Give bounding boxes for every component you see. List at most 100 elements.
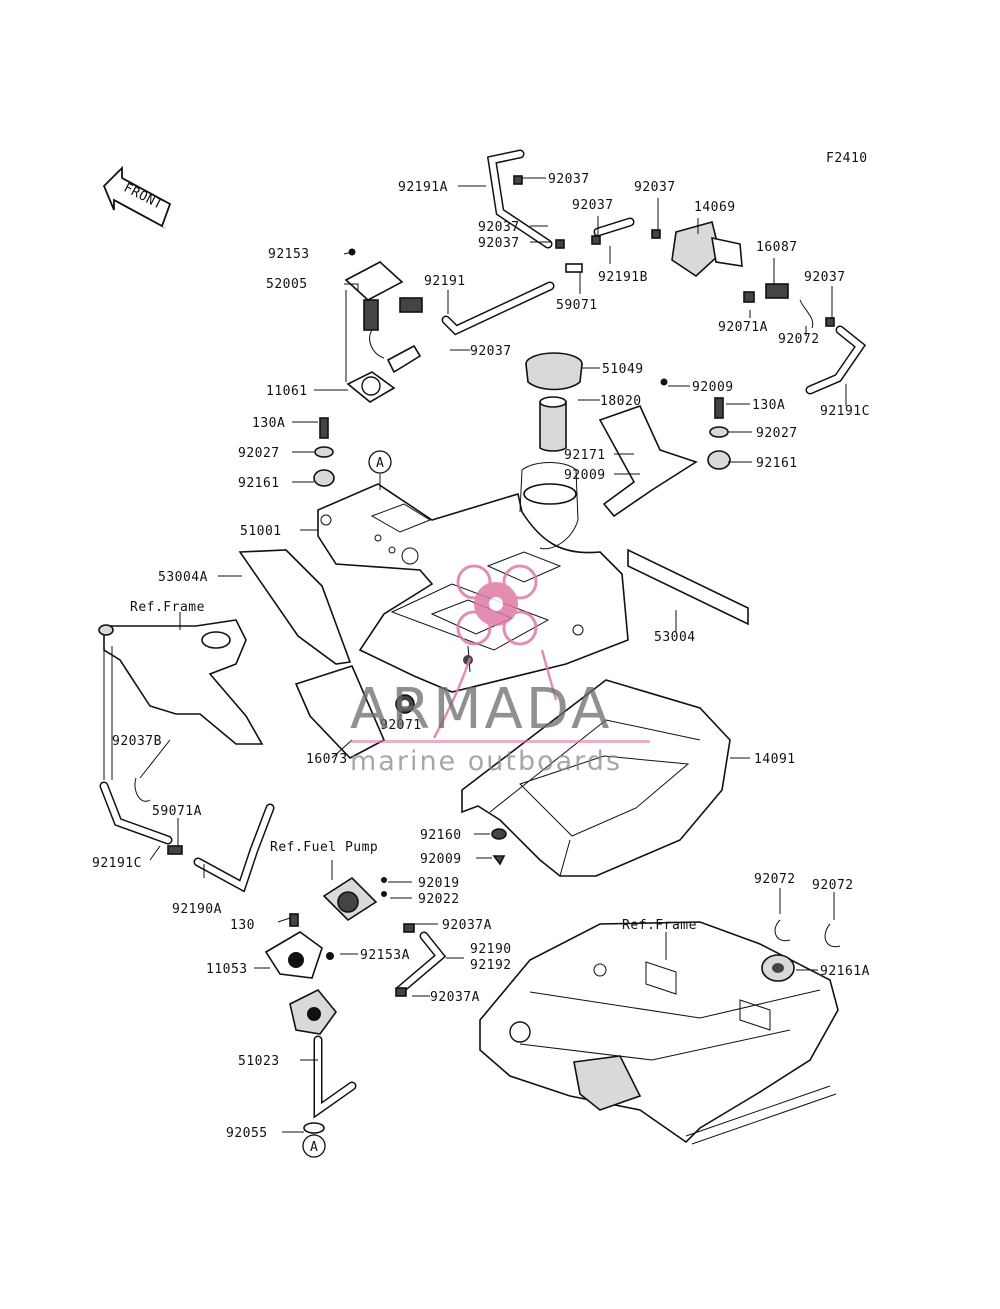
tank-pad-left	[238, 549, 352, 665]
part-label-92037b: 92037B	[112, 734, 162, 749]
part-label-92037a: 92037A	[442, 918, 492, 933]
part-label-53004a: 53004A	[158, 570, 208, 585]
part-label-92027: 92027	[238, 446, 280, 461]
part-label-92009: 92009	[564, 468, 606, 483]
part-label-92037: 92037	[478, 220, 520, 235]
part-label-18020: 18020	[600, 394, 642, 409]
callout-a-bottom: A	[302, 1134, 326, 1158]
washer-icon	[709, 426, 729, 438]
frame-left	[98, 619, 264, 780]
part-label-92071: 92071	[380, 718, 422, 733]
part-label-92161: 92161	[756, 456, 798, 471]
part-label-92037: 92037	[478, 236, 520, 251]
bolt-icon	[289, 913, 299, 927]
clamp-icon	[403, 923, 415, 933]
bolt-icon	[319, 417, 329, 439]
part-label-16073: 16073	[306, 752, 348, 767]
part-label-92055: 92055	[226, 1126, 268, 1141]
part-label-130a: 130A	[252, 416, 285, 431]
tank-pad-right	[627, 548, 749, 626]
part-label-92191c: 92191C	[820, 404, 870, 419]
figure-code: F2410	[826, 151, 868, 166]
clamp-icon	[651, 229, 661, 239]
part-label-92037: 92037	[470, 344, 512, 359]
part-label-92037a: 92037A	[430, 990, 480, 1005]
part-label-16087: 16087	[756, 240, 798, 255]
part-label-92161a: 92161A	[820, 964, 870, 979]
watermark: ARMADA marine outboards	[350, 564, 650, 777]
mount-hardware-left	[313, 417, 335, 487]
part-label-11061: 11061	[266, 384, 308, 399]
part-label-130a: 130A	[752, 398, 785, 413]
joint-icon	[167, 845, 183, 855]
part-label-92019: 92019	[418, 876, 460, 891]
svg-text:A: A	[376, 456, 384, 471]
part-label-92072: 92072	[778, 332, 820, 347]
part-label-14069: 14069	[694, 200, 736, 215]
watermark-tagline: marine outboards	[350, 746, 622, 777]
clamp-92072-left	[774, 919, 791, 942]
clamp-icon	[591, 235, 601, 245]
filler-neck-icon	[539, 401, 567, 452]
watermark-brand: ARMADA	[350, 677, 612, 742]
part-label-52005: 52005	[266, 277, 308, 292]
part-label-11053: 11053	[206, 962, 248, 977]
bolt-icon	[714, 397, 724, 419]
part-label-92161: 92161	[238, 476, 280, 491]
screw-icon	[660, 378, 668, 386]
rubber-mount-icon	[313, 469, 335, 487]
clamp-icon	[555, 239, 565, 249]
ref-frame-top: Ref.Frame	[130, 600, 205, 615]
part-label-92072: 92072	[754, 872, 796, 887]
filler-cap-assembly	[525, 352, 583, 452]
part-label-92037: 92037	[548, 172, 590, 187]
part-label-92037: 92037	[804, 270, 846, 285]
part-label-51001: 51001	[240, 524, 282, 539]
part-label-51049: 51049	[602, 362, 644, 377]
washer-icon	[491, 828, 507, 840]
clamp-92072-right	[824, 923, 841, 948]
part-label-92190a: 92190A	[172, 902, 222, 917]
part-label-130: 130	[230, 918, 255, 933]
front-arrow-icon: FRONT	[102, 165, 172, 229]
fuel-line-left	[99, 777, 275, 893]
screw-icon	[492, 855, 506, 866]
svg-text:A: A	[310, 1140, 318, 1155]
part-label-92027: 92027	[756, 426, 798, 441]
part-label-59071a: 59071A	[152, 804, 202, 819]
part-label-92022: 92022	[418, 892, 460, 907]
part-label-92190: 92190	[470, 942, 512, 957]
fuel-pump-assembly	[264, 876, 447, 1134]
leader-lines	[139, 177, 847, 1136]
bracket-icon	[598, 405, 698, 518]
part-label-92160: 92160	[420, 828, 462, 843]
part-label-92153: 92153	[268, 247, 310, 262]
part-label-92191b: 92191B	[598, 270, 648, 285]
ref-fuel-pump: Ref.Fuel Pump	[270, 840, 378, 855]
part-label-92191a: 92191A	[398, 180, 448, 195]
clip-icon	[134, 777, 151, 802]
part-label-14091: 14091	[754, 752, 796, 767]
part-label-51023: 51023	[238, 1054, 280, 1069]
canister-icon	[671, 221, 721, 278]
part-label-92009: 92009	[420, 852, 462, 867]
vent-hose-assembly	[441, 149, 867, 395]
o-ring-icon	[303, 1122, 325, 1134]
part-label-92191c: 92191C	[92, 856, 142, 871]
filter-icon	[765, 283, 789, 299]
part-label-92072: 92072	[812, 878, 854, 893]
part-label-92191: 92191	[424, 274, 466, 289]
washer-icon	[314, 446, 334, 458]
fuel-tank	[317, 462, 629, 693]
part-label-53004: 53004	[654, 630, 696, 645]
callout-a-top: A	[368, 450, 392, 474]
hose-joint-icon	[565, 263, 583, 273]
ref-frame-bottom: Ref.Frame	[622, 918, 697, 933]
part-label-92037: 92037	[634, 180, 676, 195]
clamp-icon	[825, 317, 835, 327]
part-label-92071a: 92071A	[718, 320, 768, 335]
part-label-92009: 92009	[692, 380, 734, 395]
fuel-gauge-assembly	[344, 248, 423, 403]
frame-bottom	[479, 921, 839, 1145]
